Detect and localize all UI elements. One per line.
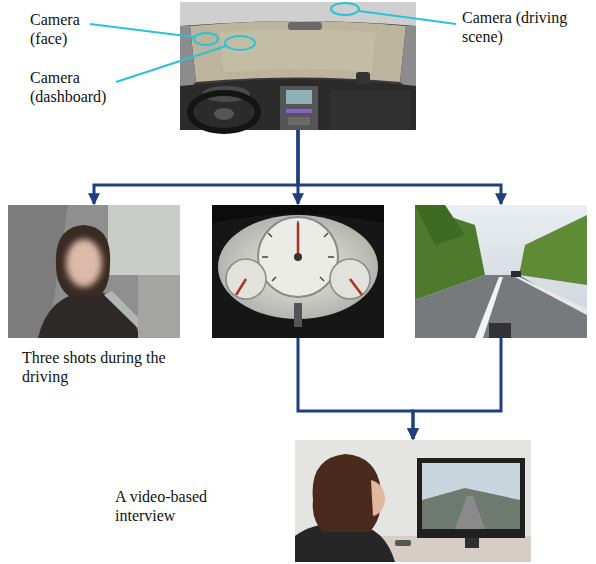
camera-callouts (90, 3, 456, 82)
flow-arrow (413, 338, 501, 439)
dashboard-shot-photo (212, 205, 384, 338)
camera-label: Camera (driving scene) (462, 8, 580, 46)
road-shot-photo (415, 205, 587, 338)
interview-photo (295, 440, 531, 562)
flow-arrow (298, 338, 413, 439)
camera-label: Camera (face) (30, 10, 102, 48)
caption-note: Three shots during the driving (22, 348, 200, 386)
car-interior-photo (180, 2, 416, 130)
camera-label: Camera (dashboard) (30, 68, 114, 106)
flow-arrow (298, 130, 501, 204)
flow-arrow (94, 130, 298, 204)
interview-photo: A video-based interview (295, 440, 531, 562)
car-interior-photo (180, 2, 416, 131)
dashboard-shot (212, 205, 384, 338)
photo-caption: A video-based interview (115, 487, 240, 525)
road-shot (415, 205, 587, 338)
face-shot (8, 205, 180, 338)
face-shot-photo (8, 205, 180, 338)
